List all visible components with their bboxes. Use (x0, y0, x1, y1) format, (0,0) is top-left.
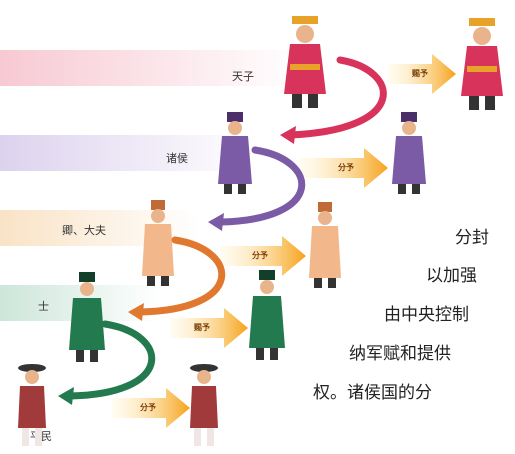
emperor-figure-left (284, 16, 326, 108)
arrow-1 (388, 54, 456, 94)
tier-label-zhuhou: 诸侯 (166, 152, 188, 165)
arrow-label-2: 分予 (338, 163, 354, 172)
noble-figure-left (218, 112, 252, 194)
tier-band-2 (0, 135, 260, 171)
commoner-figure-right (190, 364, 218, 446)
text-line-1: 分封 (455, 228, 489, 248)
commoner-figure-left (18, 364, 46, 446)
noble-figure-right (392, 112, 426, 194)
scholar-figure-left (69, 272, 105, 362)
scholar-figure-right (249, 270, 285, 360)
tier-label-tianzi: 天子 (232, 70, 254, 83)
arrow-label-3: 分予 (252, 251, 268, 260)
arrow-label-1: 赐予 (412, 69, 428, 78)
minister-figure-right (309, 202, 341, 288)
curve-arrow-4 (58, 320, 156, 405)
arrow-2 (300, 148, 388, 188)
text-line-3: 由中央控制 (384, 305, 469, 325)
tier-band-1 (0, 50, 300, 86)
curve-arrow-1 (280, 56, 387, 144)
emperor-figure-right (461, 18, 503, 110)
text-line-4: 纳军赋和提供 (349, 344, 451, 364)
text-line-5: 权。诸侯国的分 (313, 383, 432, 403)
tier-label-qingdafu: 卿、大夫 (62, 224, 106, 237)
tier-label-shi: 士 (38, 300, 49, 313)
arrow-4 (170, 308, 248, 348)
minister-figure-left (142, 200, 174, 286)
curve-arrow-3 (128, 236, 226, 321)
arrow-label-5: 分予 (140, 403, 156, 412)
arrow-3 (220, 236, 306, 276)
arrow-5 (112, 388, 190, 428)
text-line-2: 以加强 (426, 266, 477, 286)
arrow-label-4: 赐予 (194, 323, 210, 332)
curve-arrow-2 (208, 146, 306, 231)
